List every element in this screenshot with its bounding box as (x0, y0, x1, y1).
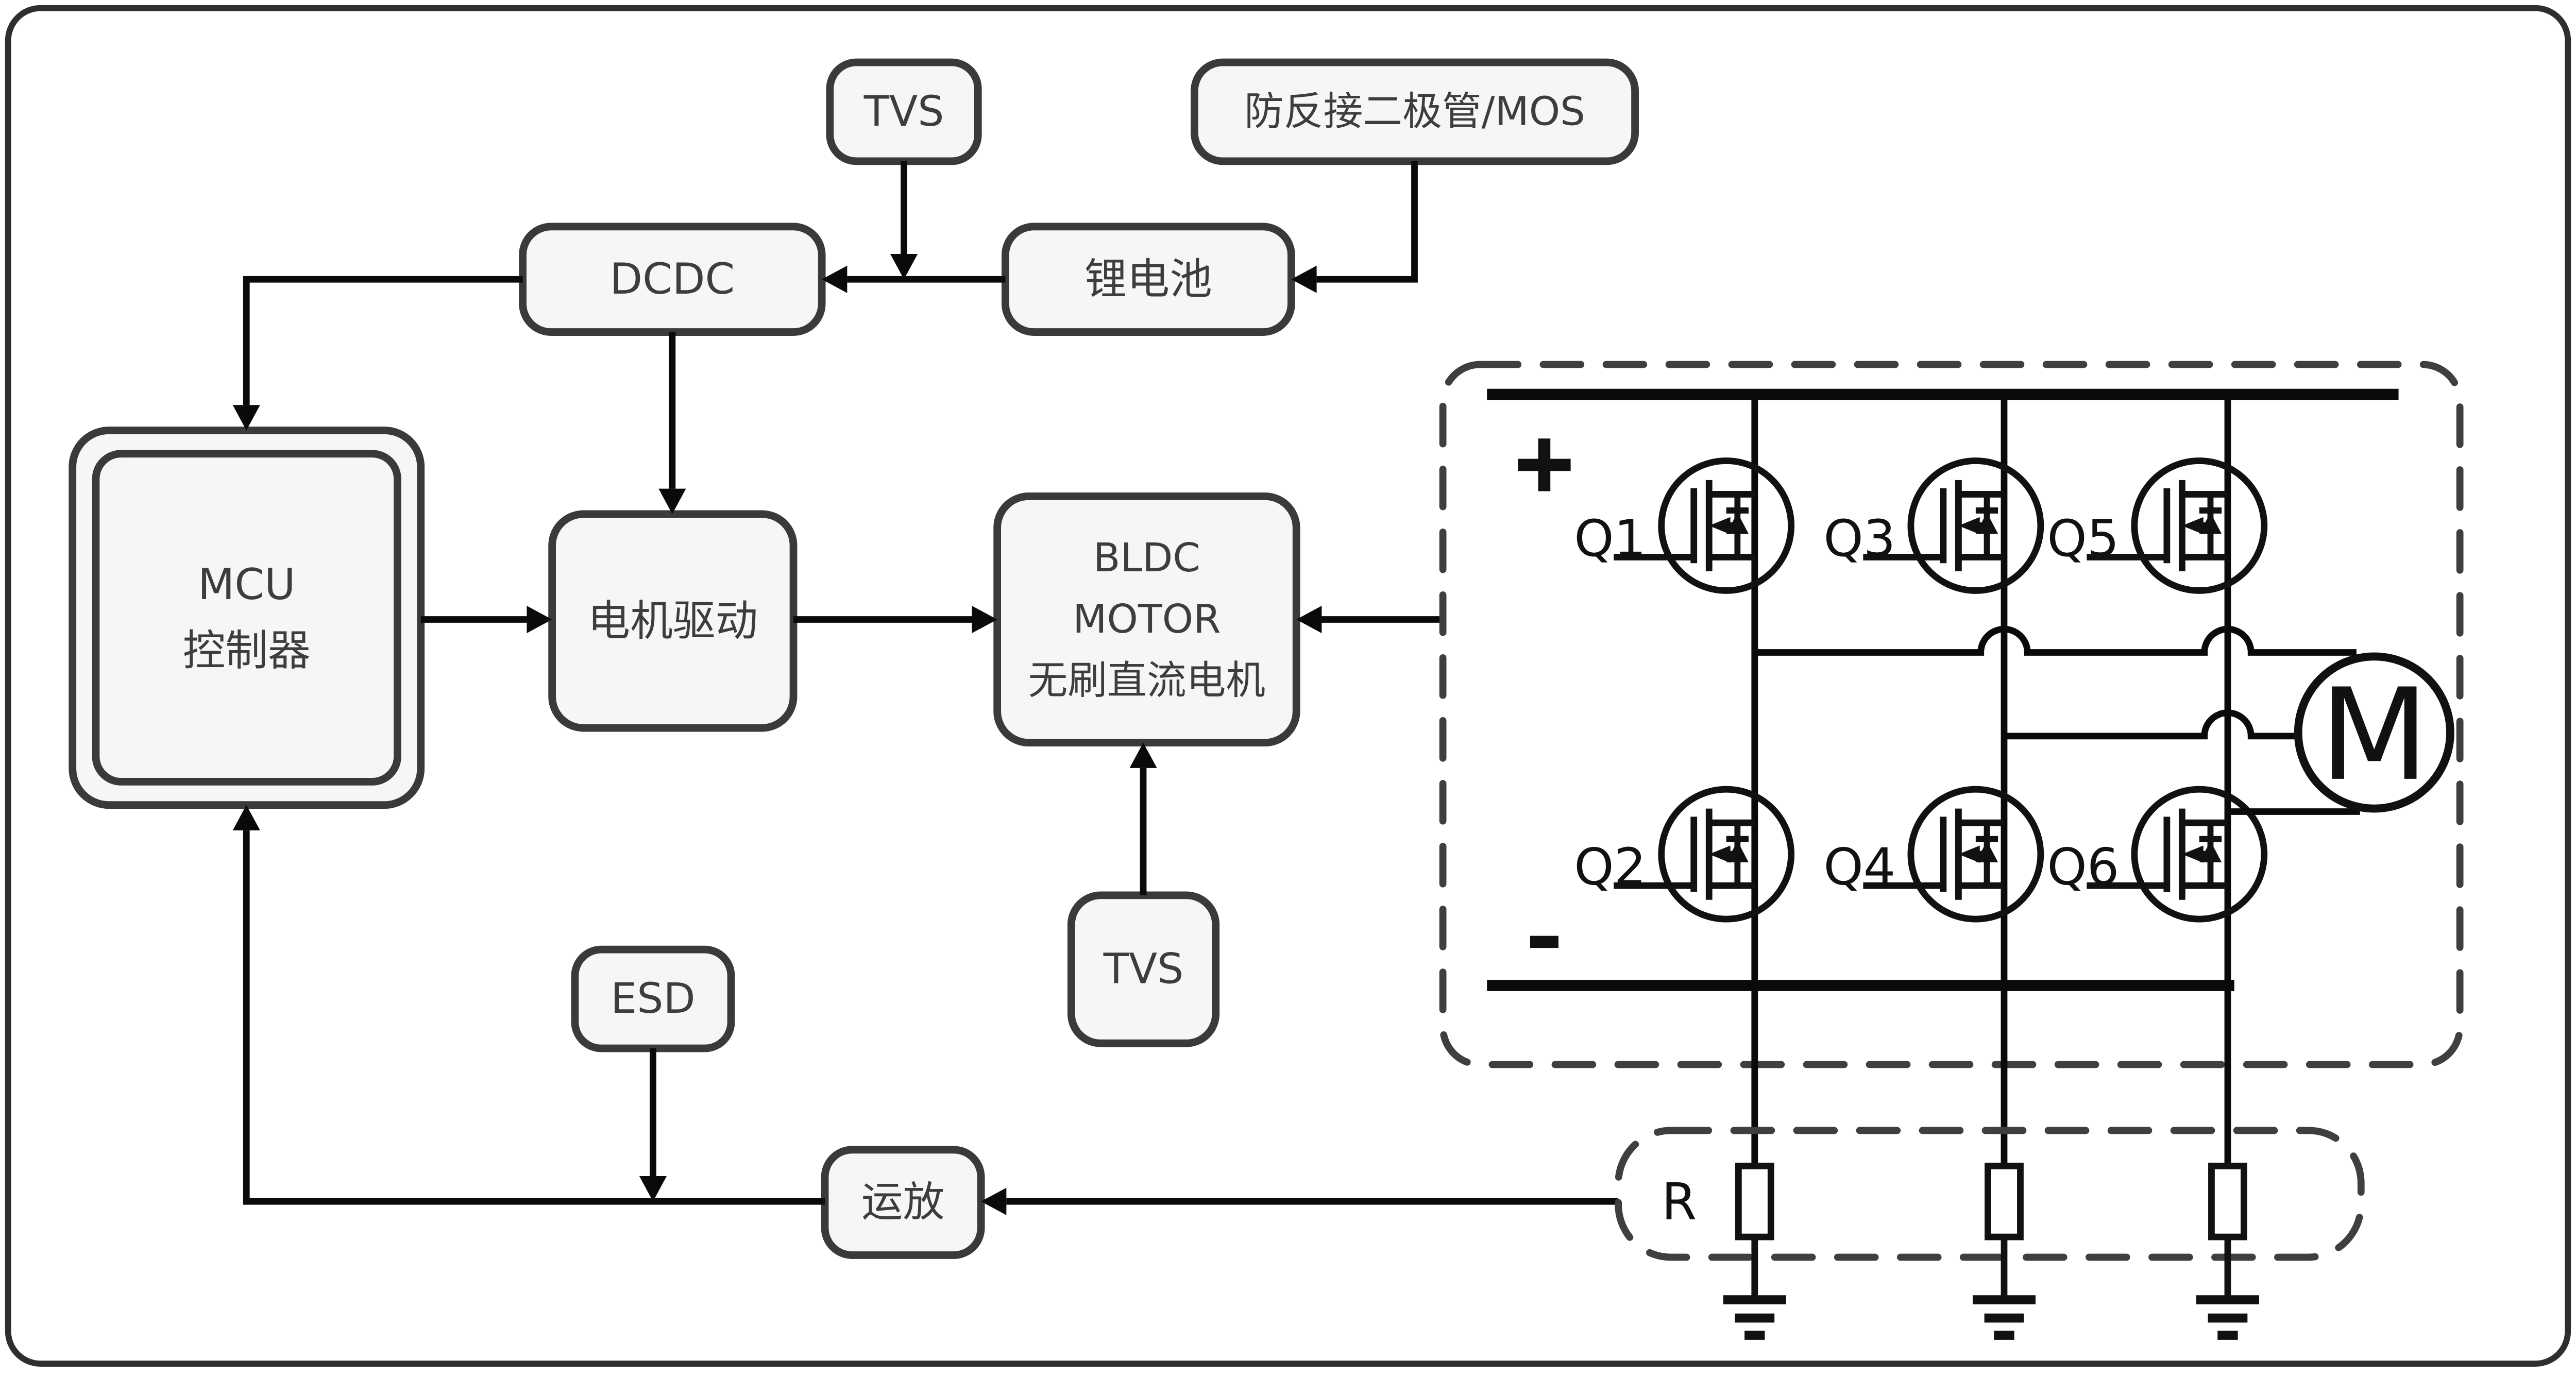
bldc-motor-label: BLDC (1093, 535, 1200, 581)
box-tvs-bottom: TVS (1067, 891, 1220, 1047)
mosfet-label-Q6: Q6 (2047, 838, 2119, 897)
edge-dcdc-to-motor-drive (658, 332, 686, 514)
antireverse-to-battery-line (1316, 161, 1418, 283)
tvs-to-supply-line-arrowhead (890, 254, 918, 280)
box-esd: ESD (571, 945, 735, 1052)
shunt-resistor-3 (2196, 1162, 2259, 1340)
motor-circle (2294, 652, 2454, 813)
box-anti-reverse-protection: 防反接二极管/MOS (1191, 58, 1639, 165)
battery-label: 锂电池 (1084, 254, 1212, 304)
shunt-resistor-1 (1723, 1162, 1786, 1340)
mosfet-label-Q2: Q2 (1574, 838, 1646, 897)
resistor-body (1985, 1162, 2024, 1240)
resistor-body (2208, 1162, 2247, 1240)
body-arrow (1958, 517, 1980, 535)
body-diode-triangle (2199, 841, 2222, 862)
mosfet-body-circle (1907, 786, 2044, 923)
bridge-dashed-box (1439, 361, 2464, 1068)
mcu-to-motor-drive-arrowhead (527, 605, 552, 634)
battery-to-dcdc-arrowhead (822, 265, 848, 293)
motor-drive-to-bldc-arrowhead (972, 605, 997, 634)
mosfet-Q6: Q6 (2047, 786, 2268, 923)
mosfet-Q3: Q3 (1823, 457, 2044, 594)
mosfet-body-circle (2131, 786, 2268, 923)
esd-to-feedback-line-arrowhead (639, 1176, 667, 1202)
box-motor-drive: 电机驱动 (548, 510, 798, 732)
esd-label: ESD (611, 975, 695, 1023)
antireverse-to-battery-arrowhead (1291, 265, 1317, 293)
box-mcu: MCU 控制器 (69, 427, 425, 809)
body-arrow (2182, 517, 2204, 535)
mosfet-Q5: Q5 (2047, 457, 2268, 594)
body-diode-triangle (1975, 512, 1998, 534)
tvs-bottom-label: TVS (1103, 945, 1184, 994)
box-battery: 锂电池 (1002, 223, 1295, 336)
tvs-to-bldc-arrowhead (1129, 742, 1157, 768)
motor-drive-label: 电机驱动 (588, 596, 758, 645)
body-arrow (2182, 845, 2204, 863)
dcdc-label: DCDC (609, 254, 735, 304)
mcu-label: 控制器 (183, 626, 311, 675)
box-bldc-motor: BLDC MOTOR 无刷直流电机 (993, 492, 1300, 747)
bridge-to-bldc-arrowhead (1296, 605, 1322, 634)
body-arrow (1958, 845, 1980, 863)
mcu-outline (69, 427, 425, 809)
mosfet-body-circle (1658, 786, 1795, 923)
bldc-motor-label: 无刷直流电机 (1028, 658, 1266, 704)
edge-motor-drive-to-bldc (793, 605, 997, 634)
edge-opamp-to-mcu (232, 805, 825, 1205)
bldc-motor-label: MOTOR (1073, 597, 1221, 642)
mosfet-body-circle (1658, 457, 1795, 594)
dcdc-to-mcu-line (243, 276, 523, 405)
edge-battery-to-dcdc (822, 265, 1006, 293)
edge-tvs-to-bldc (1129, 742, 1157, 895)
body-diode-triangle (1975, 841, 1998, 862)
motor-label: M (2319, 662, 2429, 809)
body-diode-triangle (1726, 841, 1749, 862)
opamp-label: 运放 (861, 1178, 944, 1227)
mosfet-body-circle (1907, 457, 2044, 594)
edge-tvs-to-supply-line (890, 161, 918, 280)
body-arrow (1709, 845, 1731, 863)
phase-line-2 (2004, 709, 2301, 740)
plus-sign (1518, 438, 1571, 491)
body-arrow (1709, 517, 1731, 535)
mosfet-label-Q5: Q5 (2047, 509, 2119, 568)
mcu-label: MCU (198, 560, 296, 609)
box-tvs-top: TVS (826, 58, 982, 165)
motor-symbol: M (2294, 652, 2454, 813)
edge-dcdc-to-mcu (232, 276, 523, 431)
edge-shunt-to-opamp (981, 1187, 1619, 1215)
shunt-dashed-box (1615, 1127, 2365, 1261)
mcu-inner-outline (92, 450, 401, 786)
anti-reverse-protection-label: 防反接二极管/MOS (1244, 89, 1585, 134)
body-diode-triangle (1726, 512, 1749, 534)
edge-mcu-to-motor-drive (420, 605, 552, 634)
body-diode-triangle (2199, 512, 2222, 534)
mosfet-label-Q4: Q4 (1823, 838, 1895, 897)
edge-esd-to-feedback-line (639, 1048, 667, 1202)
resistor-body (1735, 1162, 1774, 1240)
shunt-resistor-2 (1972, 1162, 2036, 1340)
edge-antireverse-to-battery (1291, 161, 1418, 293)
dcdc-to-motor-drive-arrowhead (658, 488, 686, 514)
box-opamp: 运放 (821, 1146, 985, 1259)
opamp-to-mcu-arrowhead (232, 805, 260, 830)
edge-bridge-to-bldc (1296, 605, 1443, 634)
tvs-top-label: TVS (863, 88, 944, 136)
box-dcdc: DCDC (519, 223, 826, 336)
shunt-label: R (1662, 1173, 1697, 1232)
phase-line-1 (1754, 625, 2357, 656)
opamp-to-mcu-line (243, 830, 825, 1205)
mosfet-Q4: Q4 (1823, 786, 2044, 923)
mosfet-Q1: Q1 (1574, 457, 1795, 594)
dcdc-to-mcu-arrowhead (232, 405, 260, 431)
shunt-to-opamp-arrowhead (981, 1187, 1007, 1215)
mosfet-label-Q3: Q3 (1823, 509, 1895, 568)
mosfet-body-circle (2131, 457, 2268, 594)
mosfet-label-Q1: Q1 (1574, 509, 1646, 568)
mosfet-Q2: Q2 (1574, 786, 1795, 923)
